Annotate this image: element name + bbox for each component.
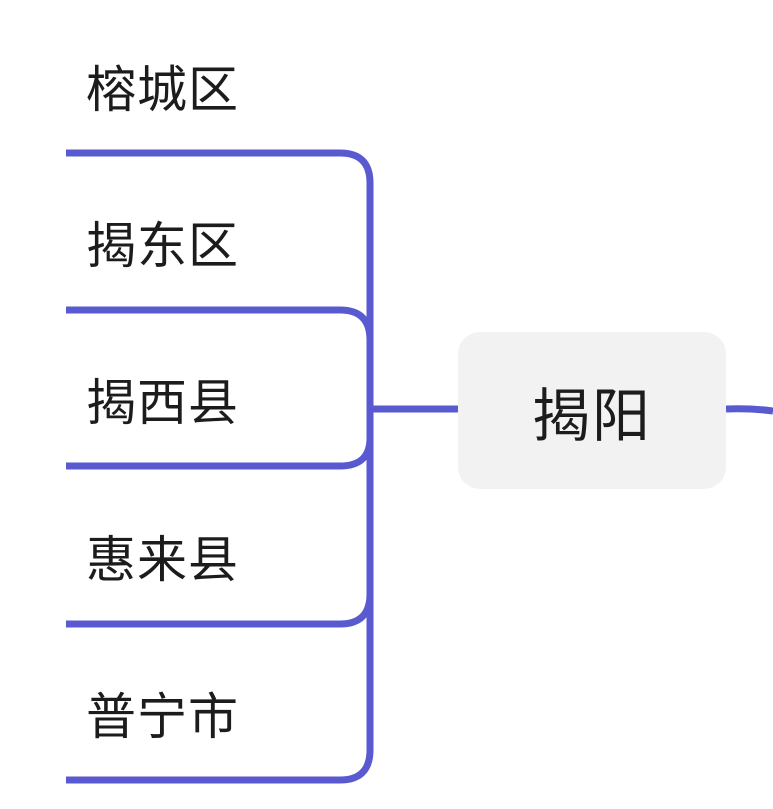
connector-center-to-parent bbox=[725, 405, 773, 415]
connector-child-4 bbox=[66, 594, 374, 784]
connector-child-1 bbox=[66, 306, 374, 341]
mindmap-node-jiexi[interactable]: 揭西县 bbox=[86, 374, 239, 432]
mindmap-center-node[interactable]: 揭阳 bbox=[458, 332, 726, 489]
connector-child-0 bbox=[66, 149, 374, 470]
mindmap-node-rongcheng[interactable]: 榕城区 bbox=[86, 61, 239, 119]
mindmap-node-puning[interactable]: 普宁市 bbox=[86, 688, 239, 746]
mindmap-node-huilai[interactable]: 惠来县 bbox=[86, 531, 239, 589]
mindmap-node-jiedong[interactable]: 揭东区 bbox=[86, 217, 239, 275]
center-node-label: 揭阳 bbox=[531, 381, 652, 450]
